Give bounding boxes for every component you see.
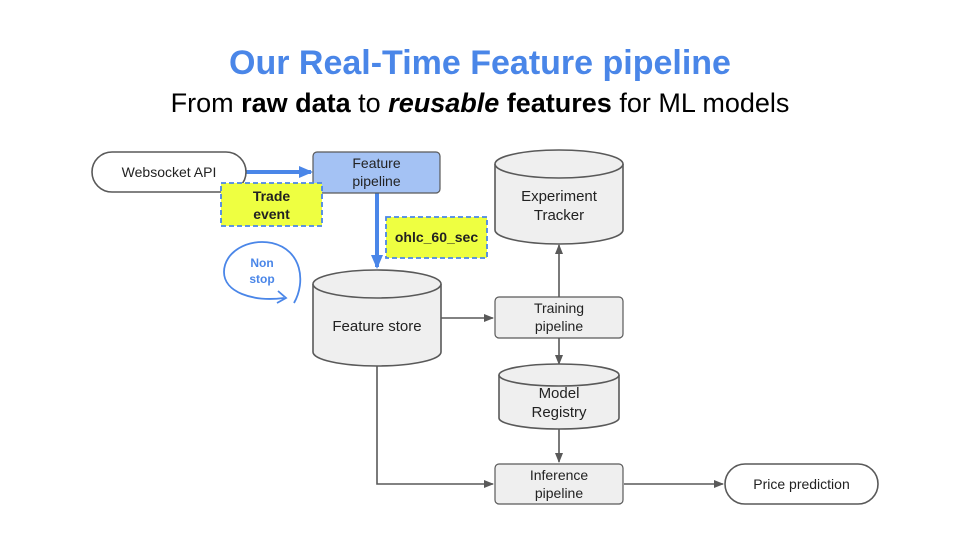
inference-pipeline-label-line1: Inference	[530, 467, 589, 483]
feature-pipeline-label-line1: Feature	[352, 155, 400, 171]
ohlc-label: ohlc_60_sec	[395, 229, 478, 245]
model-registry-node: Model Registry	[498, 363, 620, 430]
ohlc-note: ohlc_60_sec	[385, 216, 488, 259]
training-pipeline-node: Training pipeline	[494, 296, 624, 339]
price-prediction-label: Price prediction	[753, 476, 850, 492]
experiment-tracker-node: Experiment Tracker	[494, 149, 624, 245]
arrow-feature-store-to-inference	[376, 366, 494, 488]
subtitle-part-2: raw data	[241, 88, 351, 118]
websocket-api-label: Websocket API	[122, 164, 217, 180]
subtitle-part-5: features	[499, 88, 612, 118]
inference-pipeline-label-line2: pipeline	[535, 485, 583, 501]
model-registry-label-line1: Model	[539, 385, 580, 402]
feature-store-node: Feature store	[312, 269, 442, 367]
inference-pipeline-node: Inference pipeline	[494, 463, 624, 505]
trade-event-note: Trade event	[220, 182, 323, 227]
non-stop-annotation: Non stop	[223, 241, 302, 304]
page-subtitle: From raw data to reusable features for M…	[0, 88, 960, 119]
loop-arrow-icon	[223, 241, 302, 304]
trade-event-label-line1: Trade	[253, 188, 291, 204]
subtitle-part-3: to	[350, 88, 389, 118]
subtitle-part-6: for ML models	[611, 88, 790, 118]
experiment-tracker-label-line1: Experiment	[521, 188, 598, 205]
training-pipeline-label-line1: Training	[534, 300, 584, 316]
non-stop-label-line2: stop	[249, 272, 274, 286]
websocket-api-node: Websocket API	[91, 151, 247, 193]
price-prediction-node: Price prediction	[724, 463, 879, 505]
feature-pipeline-node: Feature pipeline	[312, 151, 441, 194]
feature-store-label: Feature store	[332, 318, 421, 335]
feature-pipeline-label-line2: pipeline	[352, 173, 400, 189]
model-registry-label-line2: Registry	[531, 404, 587, 421]
non-stop-label-line1: Non	[250, 256, 273, 270]
connectors	[246, 166, 724, 488]
page-title: Our Real-Time Feature pipeline	[229, 44, 731, 82]
experiment-tracker-label-line2: Tracker	[534, 207, 584, 224]
trade-event-label-line2: event	[253, 206, 290, 222]
subtitle-part-1: From	[170, 88, 242, 118]
subtitle-part-4: reusable	[388, 88, 500, 118]
training-pipeline-label-line2: pipeline	[535, 318, 583, 334]
